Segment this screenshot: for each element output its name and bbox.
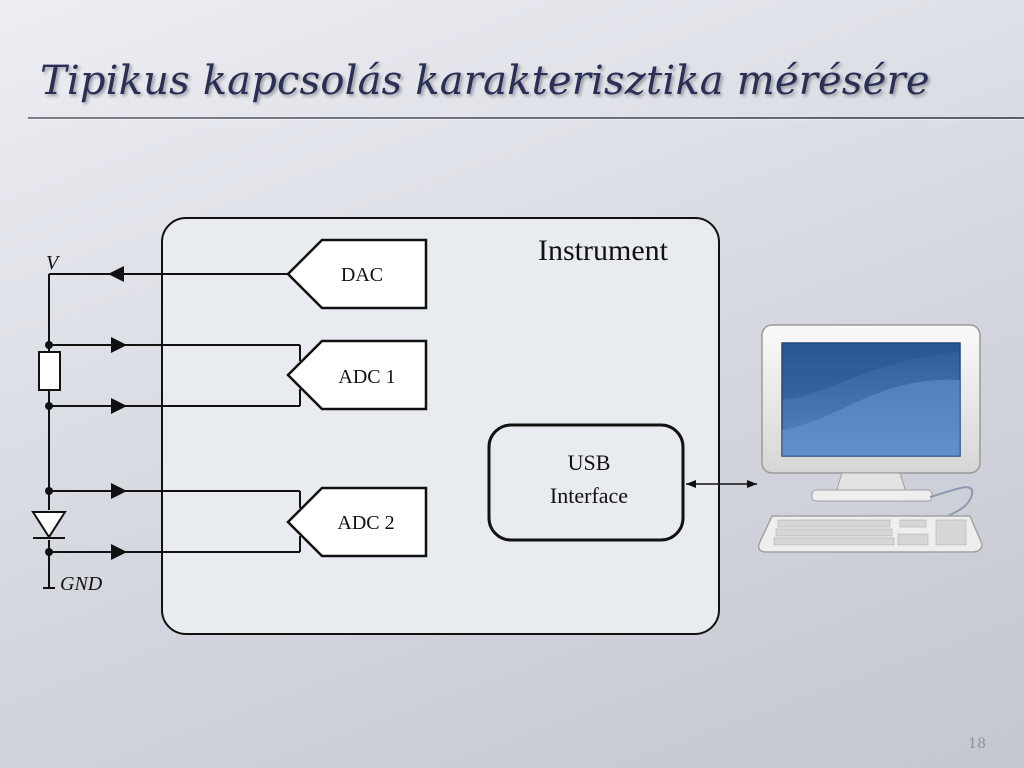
adc2-block: [286, 486, 428, 558]
resistor-symbol: [38, 351, 61, 391]
computer-monitor-icon: [761, 324, 981, 517]
keyboard-icon: [757, 515, 983, 553]
node-v-label: V: [46, 252, 61, 274]
adc1-label: ADC 1: [338, 366, 395, 388]
dac-label: DAC: [341, 264, 383, 286]
instrument-label: Instrument: [538, 234, 669, 267]
title-divider: [28, 117, 1024, 119]
node-gnd-label: GND: [60, 573, 103, 595]
diode-symbol: [31, 511, 67, 539]
circuit-wires: [43, 273, 757, 589]
adc2-label: ADC 2: [337, 512, 394, 534]
dac-block: [286, 238, 428, 310]
signal-arrows: [108, 266, 757, 560]
junction-dots: [45, 341, 53, 556]
usb-label-line2: Interface: [550, 483, 628, 508]
usb-interface-block: [487, 423, 685, 542]
adc1-block: [286, 339, 428, 411]
page-number: 18: [968, 736, 986, 752]
usb-label-line1: USB: [568, 450, 611, 475]
slide-title: Tipikus kapcsolás karakterisztika mérésé…: [40, 58, 930, 104]
